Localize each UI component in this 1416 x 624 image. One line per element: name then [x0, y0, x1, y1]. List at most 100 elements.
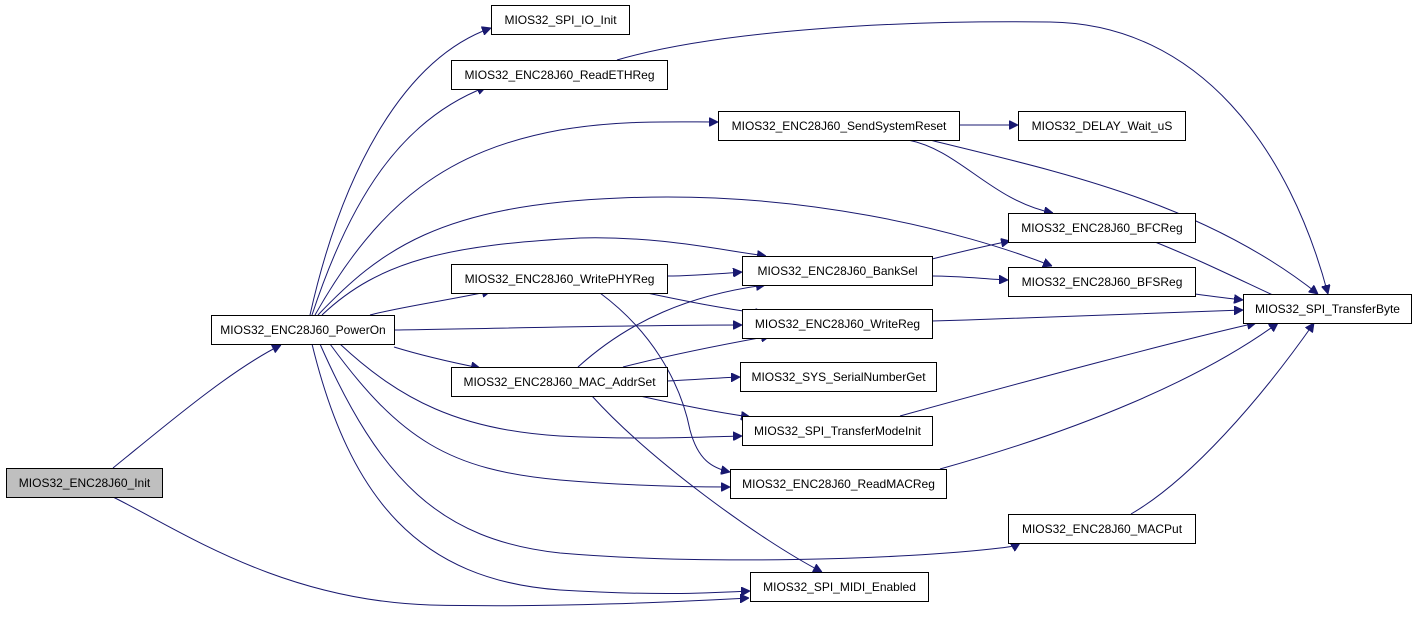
edge-macput-to-transferbyte: [1130, 323, 1314, 515]
node-transfermodeinit[interactable]: MIOS32_SPI_TransferModeInit: [742, 416, 933, 446]
node-spiioinit[interactable]: MIOS32_SPI_IO_Init: [491, 5, 630, 35]
node-delaywaitus[interactable]: MIOS32_DELAY_Wait_uS: [1018, 111, 1186, 141]
edge-readethreg-to-transferbyte: [616, 21, 1328, 294]
edge-path: [929, 139, 1318, 294]
edge-path: [1194, 293, 1243, 300]
node-label: MIOS32_SYS_SerialNumberGet: [751, 370, 926, 384]
node-box[interactable]: [451, 60, 668, 90]
edge-path: [319, 343, 1020, 561]
node-box[interactable]: [1008, 514, 1196, 544]
node-box[interactable]: [718, 111, 960, 141]
edge-readmacreg-to-transferbyte: [939, 323, 1278, 470]
node-writephyreg[interactable]: MIOS32_ENC28J60_WritePHYReg: [451, 264, 668, 294]
edge-path: [931, 310, 1243, 322]
edge-writephyreg-to-banksel: [666, 272, 742, 276]
node-box[interactable]: [742, 309, 933, 339]
node-box[interactable]: [451, 367, 668, 397]
edges: [112, 21, 1328, 607]
node-bfsreg[interactable]: MIOS32_ENC28J60_BFSReg: [1008, 267, 1196, 297]
node-label: MIOS32_SPI_IO_Init: [504, 13, 617, 27]
edge-poweron-to-writephyreg: [369, 291, 491, 316]
edge-path: [907, 139, 1053, 213]
edge-poweron-to-writereg: [393, 325, 742, 331]
edge-poweron-to-macaddrset: [393, 346, 480, 368]
edge-init-to-poweron: [112, 345, 281, 469]
nodes: MIOS32_ENC28J60_Init MIOS32_ENC28J60_Powe…: [6, 5, 1412, 602]
edge-poweron-to-transfermodeinit: [339, 343, 742, 438]
node-transferbyte[interactable]: MIOS32_SPI_TransferByte: [1243, 294, 1412, 324]
edge-path: [339, 343, 742, 438]
node-box[interactable]: [1243, 294, 1412, 324]
edge-path: [329, 343, 730, 487]
node-box[interactable]: [451, 264, 668, 294]
node-box[interactable]: [491, 5, 630, 35]
node-poweron[interactable]: MIOS32_ENC28J60_PowerOn: [211, 315, 395, 345]
node-macput[interactable]: MIOS32_ENC28J60_MACPut: [1008, 514, 1196, 544]
node-box[interactable]: [740, 362, 937, 392]
node-label: MIOS32_DELAY_Wait_uS: [1032, 119, 1173, 133]
node-box[interactable]: [1018, 111, 1186, 141]
edge-macaddrset-to-transfermodeinit: [639, 395, 750, 417]
edge-poweron-to-banksel: [321, 237, 766, 316]
edge-sendsystemreset-to-bfcreg: [907, 139, 1053, 213]
node-macaddrset[interactable]: MIOS32_ENC28J60_MAC_AddrSet: [451, 367, 668, 397]
edge-path: [899, 323, 1256, 417]
edge-poweron-to-bfsreg: [317, 196, 1052, 316]
node-bfcreg[interactable]: MIOS32_ENC28J60_BFCReg: [1008, 213, 1196, 243]
node-box[interactable]: [6, 468, 163, 498]
node-sendsystemreset[interactable]: MIOS32_ENC28J60_SendSystemReset: [718, 111, 960, 141]
node-label: MIOS32_ENC28J60_BFSReg: [1022, 275, 1183, 289]
node-serialnumberget[interactable]: MIOS32_SYS_SerialNumberGet: [740, 362, 937, 392]
edge-path: [639, 395, 750, 417]
edge-path: [931, 276, 1008, 280]
edge-writephyreg-to-readmacreg: [599, 292, 730, 472]
edge-bfsreg-to-transferbyte: [1194, 293, 1243, 300]
edge-macaddrset-to-writereg: [622, 336, 770, 368]
edge-path: [666, 272, 742, 276]
node-box[interactable]: [742, 256, 933, 286]
node-label: MIOS32_ENC28J60_MAC_AddrSet: [463, 375, 656, 389]
edge-poweron-to-readmacreg: [329, 343, 730, 487]
node-box[interactable]: [211, 315, 395, 345]
edge-path: [1130, 323, 1314, 515]
edge-poweron-to-spiioinit: [309, 28, 491, 316]
edge-path: [112, 345, 281, 469]
node-label: MIOS32_ENC28J60_SendSystemReset: [732, 119, 947, 133]
node-label: MIOS32_ENC28J60_WriteReg: [755, 317, 920, 331]
node-label: MIOS32_ENC28J60_BFCReg: [1021, 221, 1182, 235]
edge-path: [393, 325, 742, 331]
edge-poweron-to-macput: [319, 343, 1020, 561]
edge-path: [317, 196, 1052, 316]
node-label: MIOS32_ENC28J60_ReadMACReg: [742, 477, 935, 491]
edge-path: [311, 87, 486, 316]
edge-path: [931, 241, 1010, 260]
node-label: MIOS32_ENC28J60_PowerOn: [220, 323, 385, 337]
node-init[interactable]: MIOS32_ENC28J60_Init: [6, 468, 163, 498]
node-box[interactable]: [730, 469, 947, 499]
edge-poweron-to-sendsystemreset: [314, 122, 718, 316]
node-label: MIOS32_ENC28J60_ReadETHReg: [464, 68, 654, 82]
node-box[interactable]: [1008, 267, 1196, 297]
node-box[interactable]: [750, 572, 929, 602]
node-readethreg[interactable]: MIOS32_ENC28J60_ReadETHReg: [451, 60, 668, 90]
node-label: MIOS32_SPI_MIDI_Enabled: [763, 580, 916, 594]
node-label: MIOS32_SPI_TransferModeInit: [754, 424, 922, 438]
edge-path: [591, 395, 822, 572]
edge-path: [577, 285, 765, 368]
node-writereg[interactable]: MIOS32_ENC28J60_WriteReg: [742, 309, 933, 339]
node-banksel[interactable]: MIOS32_ENC28J60_BankSel: [742, 256, 933, 286]
node-label: MIOS32_ENC28J60_Init: [19, 476, 151, 490]
edge-init-to-midienabled: [112, 496, 749, 607]
edge-macaddrset-to-serialnumberget: [666, 377, 740, 381]
node-box[interactable]: [742, 416, 933, 446]
edge-path: [369, 291, 491, 316]
edge-path: [309, 28, 491, 316]
node-readmacreg[interactable]: MIOS32_ENC28J60_ReadMACReg: [730, 469, 947, 499]
edge-path: [599, 292, 730, 472]
edge-poweron-to-midienabled: [311, 343, 750, 594]
edge-path: [314, 122, 718, 316]
node-midienabled[interactable]: MIOS32_SPI_MIDI_Enabled: [750, 572, 929, 602]
node-box[interactable]: [1008, 213, 1196, 243]
edge-poweron-to-readethreg: [311, 87, 486, 316]
